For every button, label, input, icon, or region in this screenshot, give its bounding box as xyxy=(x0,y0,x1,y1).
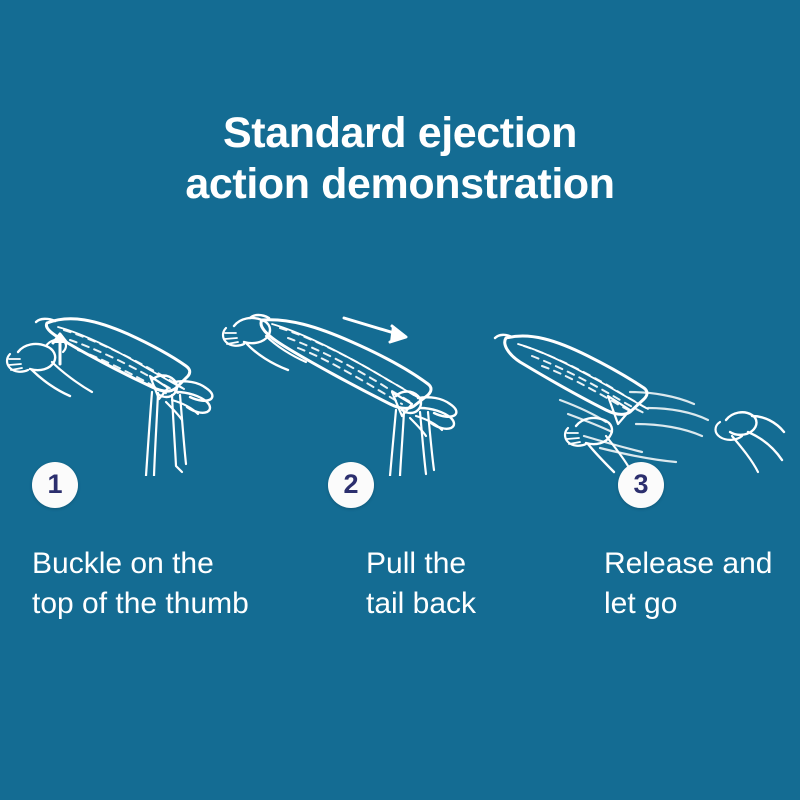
arrow-up-icon xyxy=(51,332,69,366)
step-number-1: 1 xyxy=(47,469,63,499)
step-item-3: 3 Release and let go xyxy=(604,462,800,624)
step-badge-1: 1 xyxy=(32,462,78,508)
illustration-step-1 xyxy=(5,317,214,476)
arrow-right-icon xyxy=(342,316,408,344)
illustration-step-3 xyxy=(493,333,786,474)
step-number-3: 3 xyxy=(633,469,649,499)
step-number-2: 2 xyxy=(343,469,359,499)
step-caption-3: Release and let go xyxy=(604,547,773,620)
steps-row: 1 Buckle on the top of the thumb 2 Pull … xyxy=(0,462,800,662)
step-badge-2: 2 xyxy=(328,462,374,508)
illustration-step-2 xyxy=(221,313,458,476)
page-title-line-1: Standard ejection xyxy=(223,109,577,157)
step-item-1: 1 Buckle on the top of the thumb xyxy=(32,462,332,624)
illustration-strip xyxy=(0,296,800,476)
page-title-line-2: action demonstration xyxy=(185,159,615,208)
step-caption-2: Pull the tail back xyxy=(366,547,477,620)
step-badge-3: 3 xyxy=(618,462,664,508)
motion-lines xyxy=(558,390,710,464)
illustrations-svg xyxy=(5,313,786,476)
page-title: Standard ejection action demonstration xyxy=(0,108,800,209)
step-item-2: 2 Pull the tail back xyxy=(328,462,578,624)
step-caption-1: Buckle on the top of the thumb xyxy=(32,547,249,620)
